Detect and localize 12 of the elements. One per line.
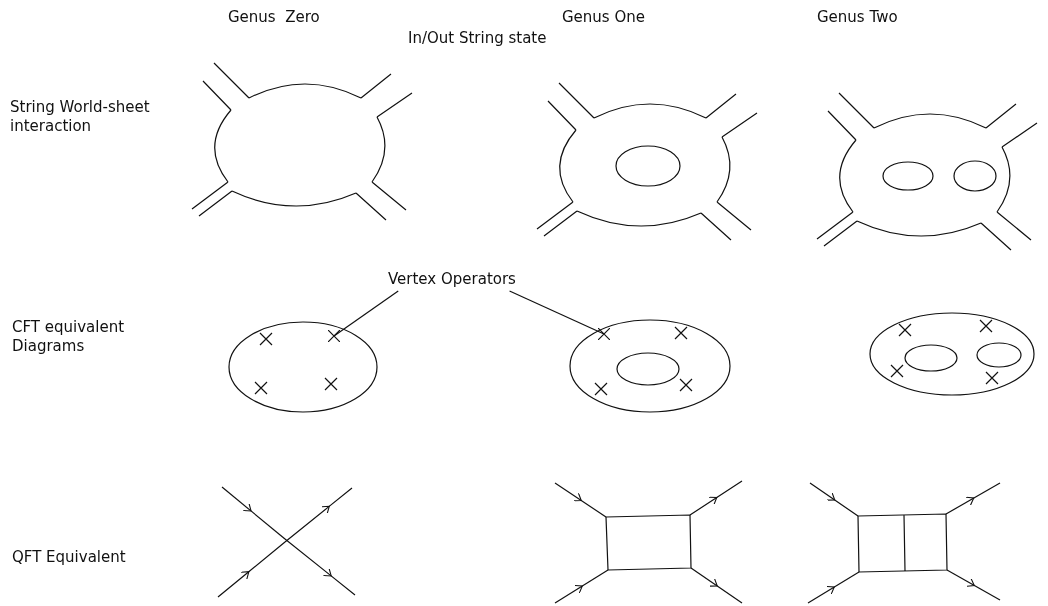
leader-line (508, 290, 605, 335)
row-label: String World-sheet interaction (10, 98, 151, 136)
column-heading: Genus Two (817, 8, 898, 27)
cross-mark (598, 328, 610, 340)
cross-mark (328, 330, 340, 342)
column-heading: Genus Zero (228, 8, 320, 27)
row-label: CFT equivalent Diagrams (12, 318, 126, 356)
label-text: Vertex Operators (388, 270, 516, 289)
annotation-text: In/Out String state (408, 29, 547, 48)
row-label: QFT Equivalent (12, 548, 126, 567)
leader-line (333, 290, 399, 337)
column-heading: Genus One (562, 8, 645, 27)
